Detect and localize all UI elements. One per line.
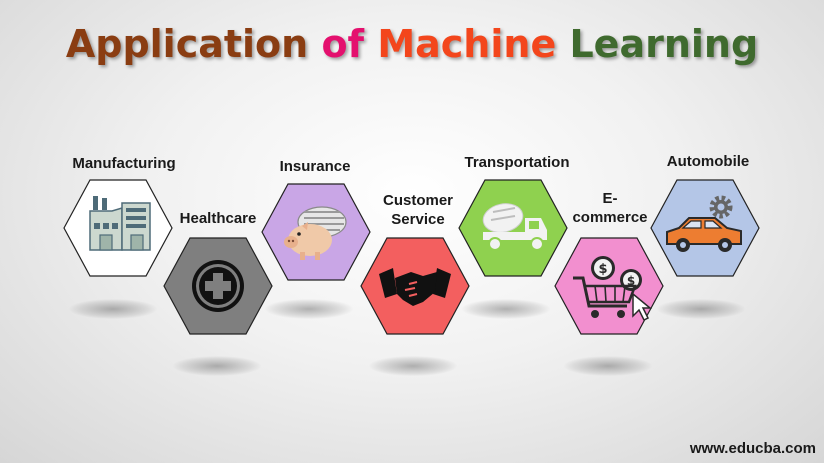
hex-customer-service xyxy=(360,237,470,335)
title-word-machine: Machine xyxy=(377,22,557,66)
factory-icon xyxy=(89,196,151,251)
concrete-truck-icon xyxy=(482,203,547,251)
hex-ecommerce: $ $ xyxy=(554,237,664,335)
hex-insurance xyxy=(261,183,371,281)
hex-shadow xyxy=(69,299,157,319)
website-url: www.educba.com xyxy=(689,440,816,457)
title-word-of: of xyxy=(321,22,365,66)
hex-transportation xyxy=(458,179,568,277)
label-transportation: Transportation xyxy=(464,154,570,171)
car-icon xyxy=(666,217,742,252)
label-insurance: Insurance xyxy=(279,158,351,175)
hex-shadow xyxy=(462,299,550,319)
hex-automobile xyxy=(650,179,760,277)
gear-icon xyxy=(709,195,733,219)
label-commerce: commerce xyxy=(572,209,648,226)
medical-cross-icon xyxy=(192,260,244,312)
svg-text:$: $ xyxy=(627,274,635,288)
label-manufacturing: Manufacturing xyxy=(72,155,176,172)
handshake-icon xyxy=(379,268,451,306)
label-ecommerce: E- commerce xyxy=(560,189,660,227)
label-service: Service xyxy=(391,211,445,228)
hex-manufacturing xyxy=(63,179,173,277)
piggy-bank-icon xyxy=(284,206,347,260)
shopping-cart-icon: $ $ xyxy=(573,256,653,322)
label-healthcare: Healthcare xyxy=(179,210,257,227)
label-customer: Customer xyxy=(382,192,453,209)
title-word-learning: Learning xyxy=(569,22,759,66)
label-e: E- xyxy=(602,190,618,207)
svg-text:$: $ xyxy=(598,262,607,277)
page-title: Application of Machine Learning xyxy=(0,22,824,66)
hex-shadow xyxy=(564,356,652,376)
hex-shadow xyxy=(173,356,261,376)
hex-shadow xyxy=(265,299,353,319)
label-customer-service: Customer Service xyxy=(358,191,478,229)
label-automobile: Automobile xyxy=(666,153,750,170)
hex-shadow xyxy=(657,299,745,319)
hex-shadow xyxy=(369,356,457,376)
title-word-application: Application xyxy=(65,22,309,66)
hex-healthcare xyxy=(163,237,273,335)
